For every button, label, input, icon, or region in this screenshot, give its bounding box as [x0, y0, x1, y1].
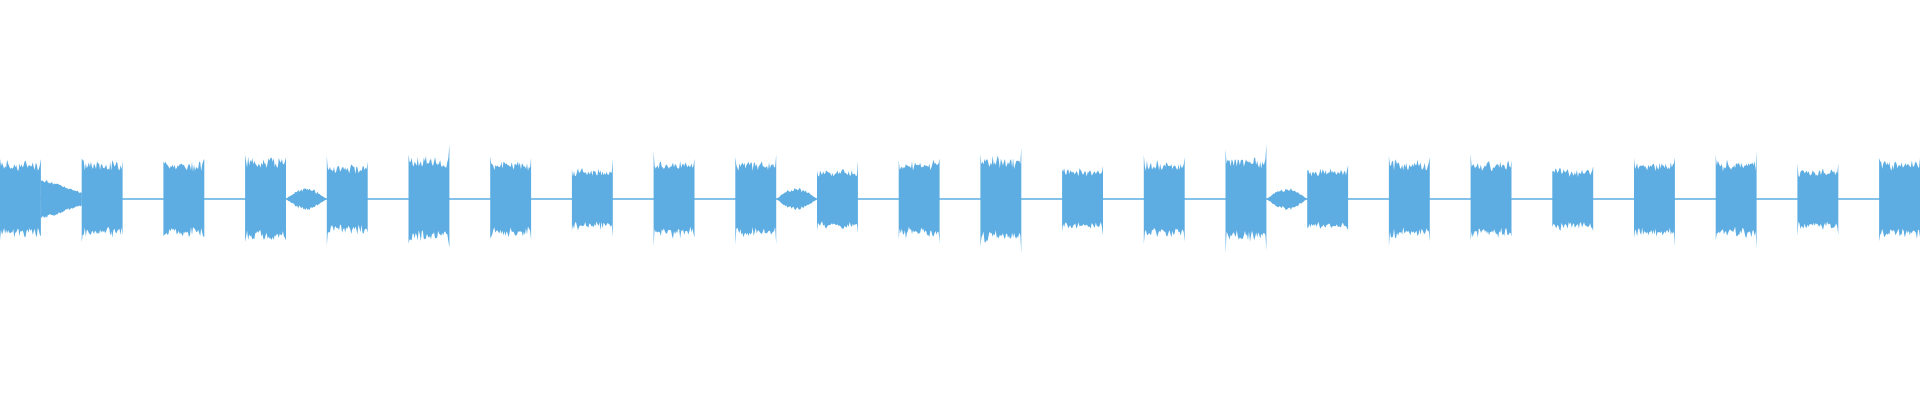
waveform-segment — [40, 180, 82, 218]
waveform-segment — [1797, 163, 1839, 236]
waveform-segment — [653, 151, 695, 247]
waveform-segment — [1266, 188, 1308, 211]
waveform-segment — [163, 159, 205, 237]
waveform-segment — [735, 154, 777, 246]
waveform-segment — [286, 188, 327, 211]
waveform-segment — [1307, 165, 1349, 231]
waveform-segment — [898, 158, 940, 244]
waveform-segment — [571, 158, 613, 237]
waveform-segment — [776, 187, 817, 210]
waveform-segment — [1715, 151, 1757, 249]
waveform-segment — [408, 144, 450, 248]
waveform-segment — [490, 156, 532, 240]
waveform-segment — [1388, 155, 1430, 247]
waveform-segment — [1225, 143, 1267, 254]
waveform-segment — [1470, 153, 1512, 241]
waveform-segment — [245, 154, 286, 242]
waveform-segment — [1552, 166, 1594, 231]
waveform-segment — [817, 160, 858, 234]
waveform-segment — [1143, 155, 1185, 245]
waveform-segment — [326, 156, 368, 246]
waveform-segment — [980, 147, 1022, 254]
waveform-segment — [1879, 158, 1920, 242]
waveform-segment — [0, 158, 41, 241]
waveform-segment — [1634, 157, 1675, 247]
waveform-segment — [1062, 165, 1103, 236]
waveform-segment — [81, 158, 123, 243]
